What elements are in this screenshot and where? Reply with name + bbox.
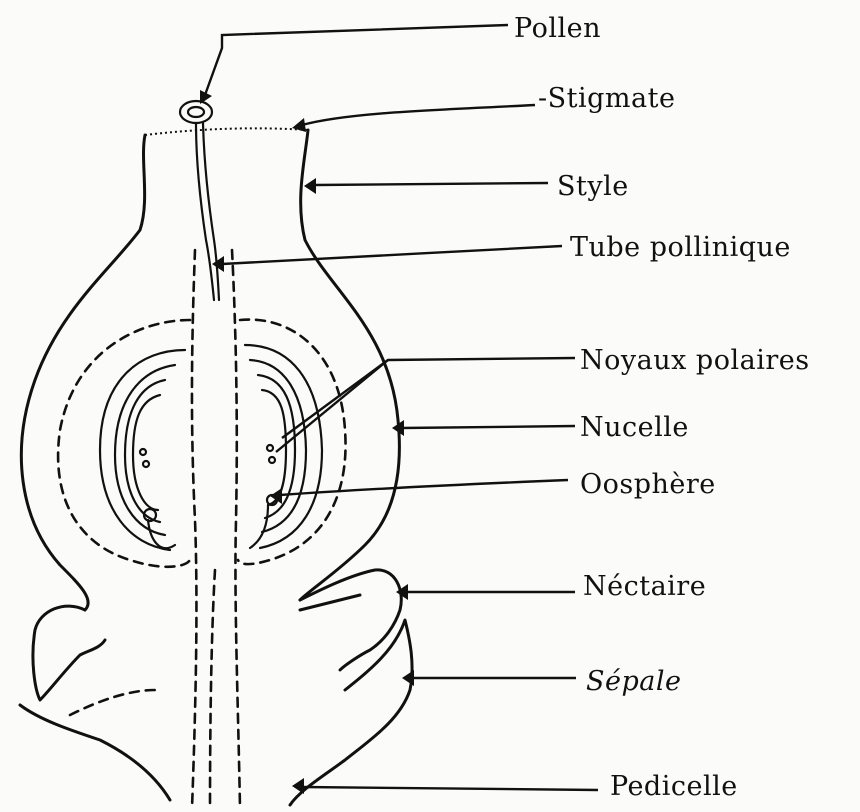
label-nucelle: Nucelle — [580, 412, 689, 443]
label-sepale: Sépale — [586, 666, 681, 697]
sepal-shape — [290, 620, 412, 805]
pollen-grain — [180, 101, 212, 123]
label-stigmate: -Stigmate — [538, 83, 675, 114]
label-tube-pollinique: Tube pollinique — [570, 232, 791, 263]
label-pedicelle: Pedicelle — [610, 771, 738, 802]
label-pollen: Pollen — [514, 13, 601, 44]
nectary-shape — [300, 570, 401, 670]
left-lower-lobe — [20, 606, 170, 800]
left-ovule — [58, 320, 190, 567]
stigma-top-edge — [145, 128, 308, 135]
label-noyaux-polaires: Noyaux polaires — [580, 345, 810, 376]
pistil-right-wall — [300, 130, 399, 600]
leader-lines — [200, 25, 598, 794]
label-nectaire: Néctaire — [583, 571, 706, 602]
right-lower-lobes — [290, 570, 412, 805]
pistil-outline — [21, 128, 399, 610]
label-oosphere: Oosphère — [580, 469, 716, 500]
style-canal — [192, 250, 240, 808]
labels: Pollen -Stigmate Style Tube pollinique N… — [514, 13, 810, 802]
right-ovule — [238, 320, 346, 565]
label-style: Style — [557, 171, 629, 202]
